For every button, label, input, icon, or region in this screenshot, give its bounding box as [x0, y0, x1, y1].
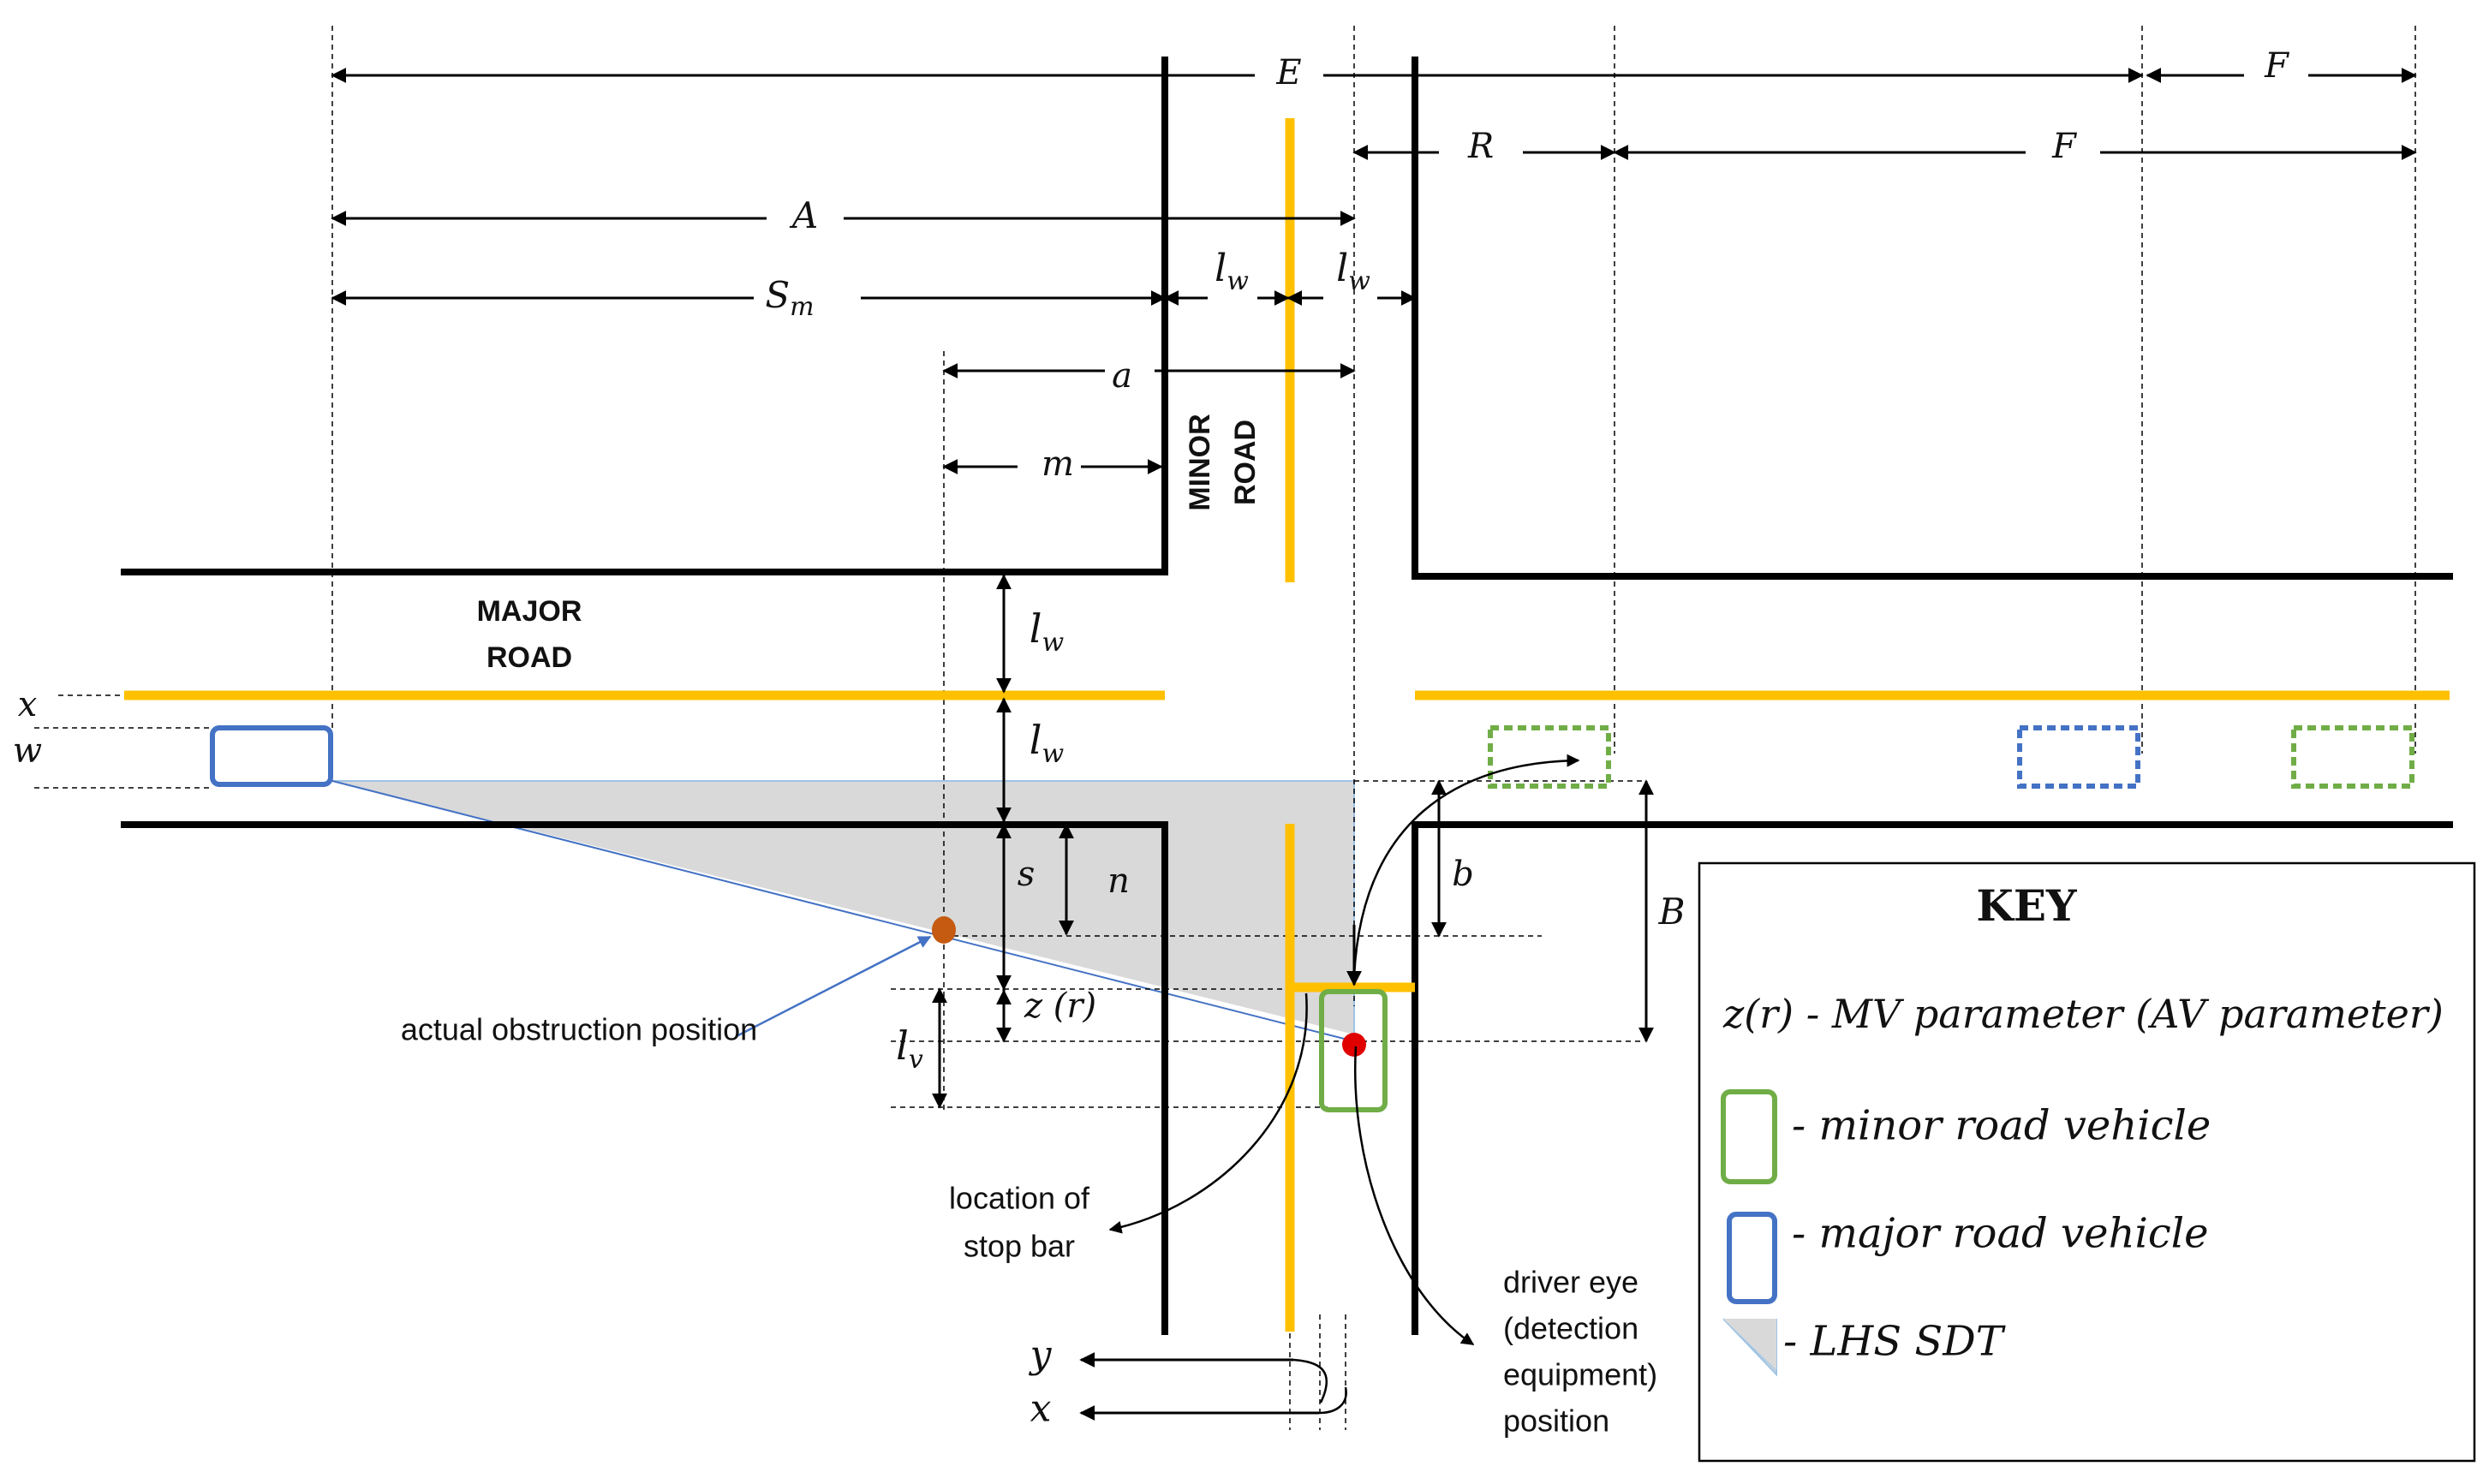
svg-text:E: E: [1275, 53, 1301, 92]
svg-text:s: s: [1018, 855, 1036, 894]
svg-text:KEY: KEY: [1976, 880, 2078, 931]
svg-text:position: position: [1503, 1404, 1609, 1439]
svg-text:B: B: [1658, 891, 1686, 933]
svg-text:driver eye: driver eye: [1503, 1265, 1638, 1300]
svg-text:x: x: [1030, 1387, 1052, 1431]
obstruction-pointer: [736, 935, 932, 1038]
svg-text:ROAD: ROAD: [486, 641, 572, 674]
svg-text:F: F: [2264, 46, 2289, 86]
driver-eye-point: [1342, 1033, 1366, 1057]
svg-text:- LHS SDT: - LHS SDT: [1783, 1318, 2006, 1366]
svg-text:n: n: [1107, 861, 1130, 901]
ghost-minor-vehicle-2: [2291, 725, 2414, 789]
key-legend: KEY z(r) - MV parameter (AV parameter) -…: [1698, 861, 2476, 1463]
ghost-major-vehicle: [2017, 725, 2140, 789]
road-edges: [121, 57, 2453, 1335]
svg-text:m: m: [1042, 444, 1074, 484]
svg-text:stop bar: stop bar: [964, 1229, 1075, 1264]
sight-distance-triangle: [331, 780, 1355, 1042]
svg-text:A: A: [789, 194, 818, 236]
reference-lines: [34, 26, 2416, 1430]
svg-text:lw: lw: [1215, 247, 1249, 297]
svg-text:w: w: [13, 731, 42, 771]
major-road-vehicle: [210, 725, 333, 787]
minor-road-label: MINOR ROAD: [1184, 414, 1262, 510]
key-major-vehicle-swatch: [1727, 1212, 1777, 1304]
svg-text:lw: lw: [1030, 605, 1065, 658]
svg-text:MINOR: MINOR: [1184, 414, 1216, 510]
major-road-label: MAJOR ROAD: [477, 595, 582, 674]
driver-eye-label: driver eye (detection equipment) positio…: [1503, 1265, 1657, 1439]
svg-text:equipment): equipment): [1503, 1357, 1657, 1392]
dimension-labels: E F R F A Sm lw lw a m lw lw s n z (r) l…: [13, 46, 2289, 1431]
svg-text:z (r): z (r): [1024, 986, 1096, 1026]
svg-text:location of: location of: [949, 1181, 1090, 1216]
obstruction-point: [932, 916, 956, 944]
ghost-minor-vehicle-1: [1488, 725, 1611, 789]
svg-text:lw: lw: [1336, 247, 1370, 297]
svg-text:b: b: [1452, 855, 1474, 894]
svg-text:y: y: [1029, 1333, 1053, 1377]
svg-text:(detection: (detection: [1503, 1311, 1638, 1346]
svg-text:Sm: Sm: [765, 274, 814, 322]
svg-text:R: R: [1467, 127, 1494, 166]
dimension-arrows: [331, 68, 2417, 1421]
svg-text:F: F: [2051, 127, 2077, 166]
callout-curves: [1108, 754, 1580, 1415]
svg-text:lv: lv: [896, 1022, 923, 1075]
svg-text:- minor road vehicle: - minor road vehicle: [1792, 1102, 2211, 1150]
svg-text:a: a: [1112, 356, 1132, 396]
svg-text:- major road vehicle: - major road vehicle: [1792, 1210, 2208, 1258]
centre-lines: [124, 118, 2450, 1332]
stop-bar-label: location of stop bar: [949, 1181, 1090, 1264]
svg-text:ROAD: ROAD: [1229, 420, 1262, 505]
svg-text:lw: lw: [1030, 717, 1065, 769]
minor-road-vehicle: [1319, 989, 1388, 1112]
svg-text:x: x: [18, 685, 38, 724]
svg-text:MAJOR: MAJOR: [477, 595, 582, 628]
key-minor-vehicle-swatch: [1721, 1089, 1777, 1184]
svg-text:z(r) - MV parameter (AV parame: z(r) - MV parameter (AV parameter): [1722, 991, 2444, 1037]
obstruction-label: actual obstruction position: [401, 1012, 757, 1047]
